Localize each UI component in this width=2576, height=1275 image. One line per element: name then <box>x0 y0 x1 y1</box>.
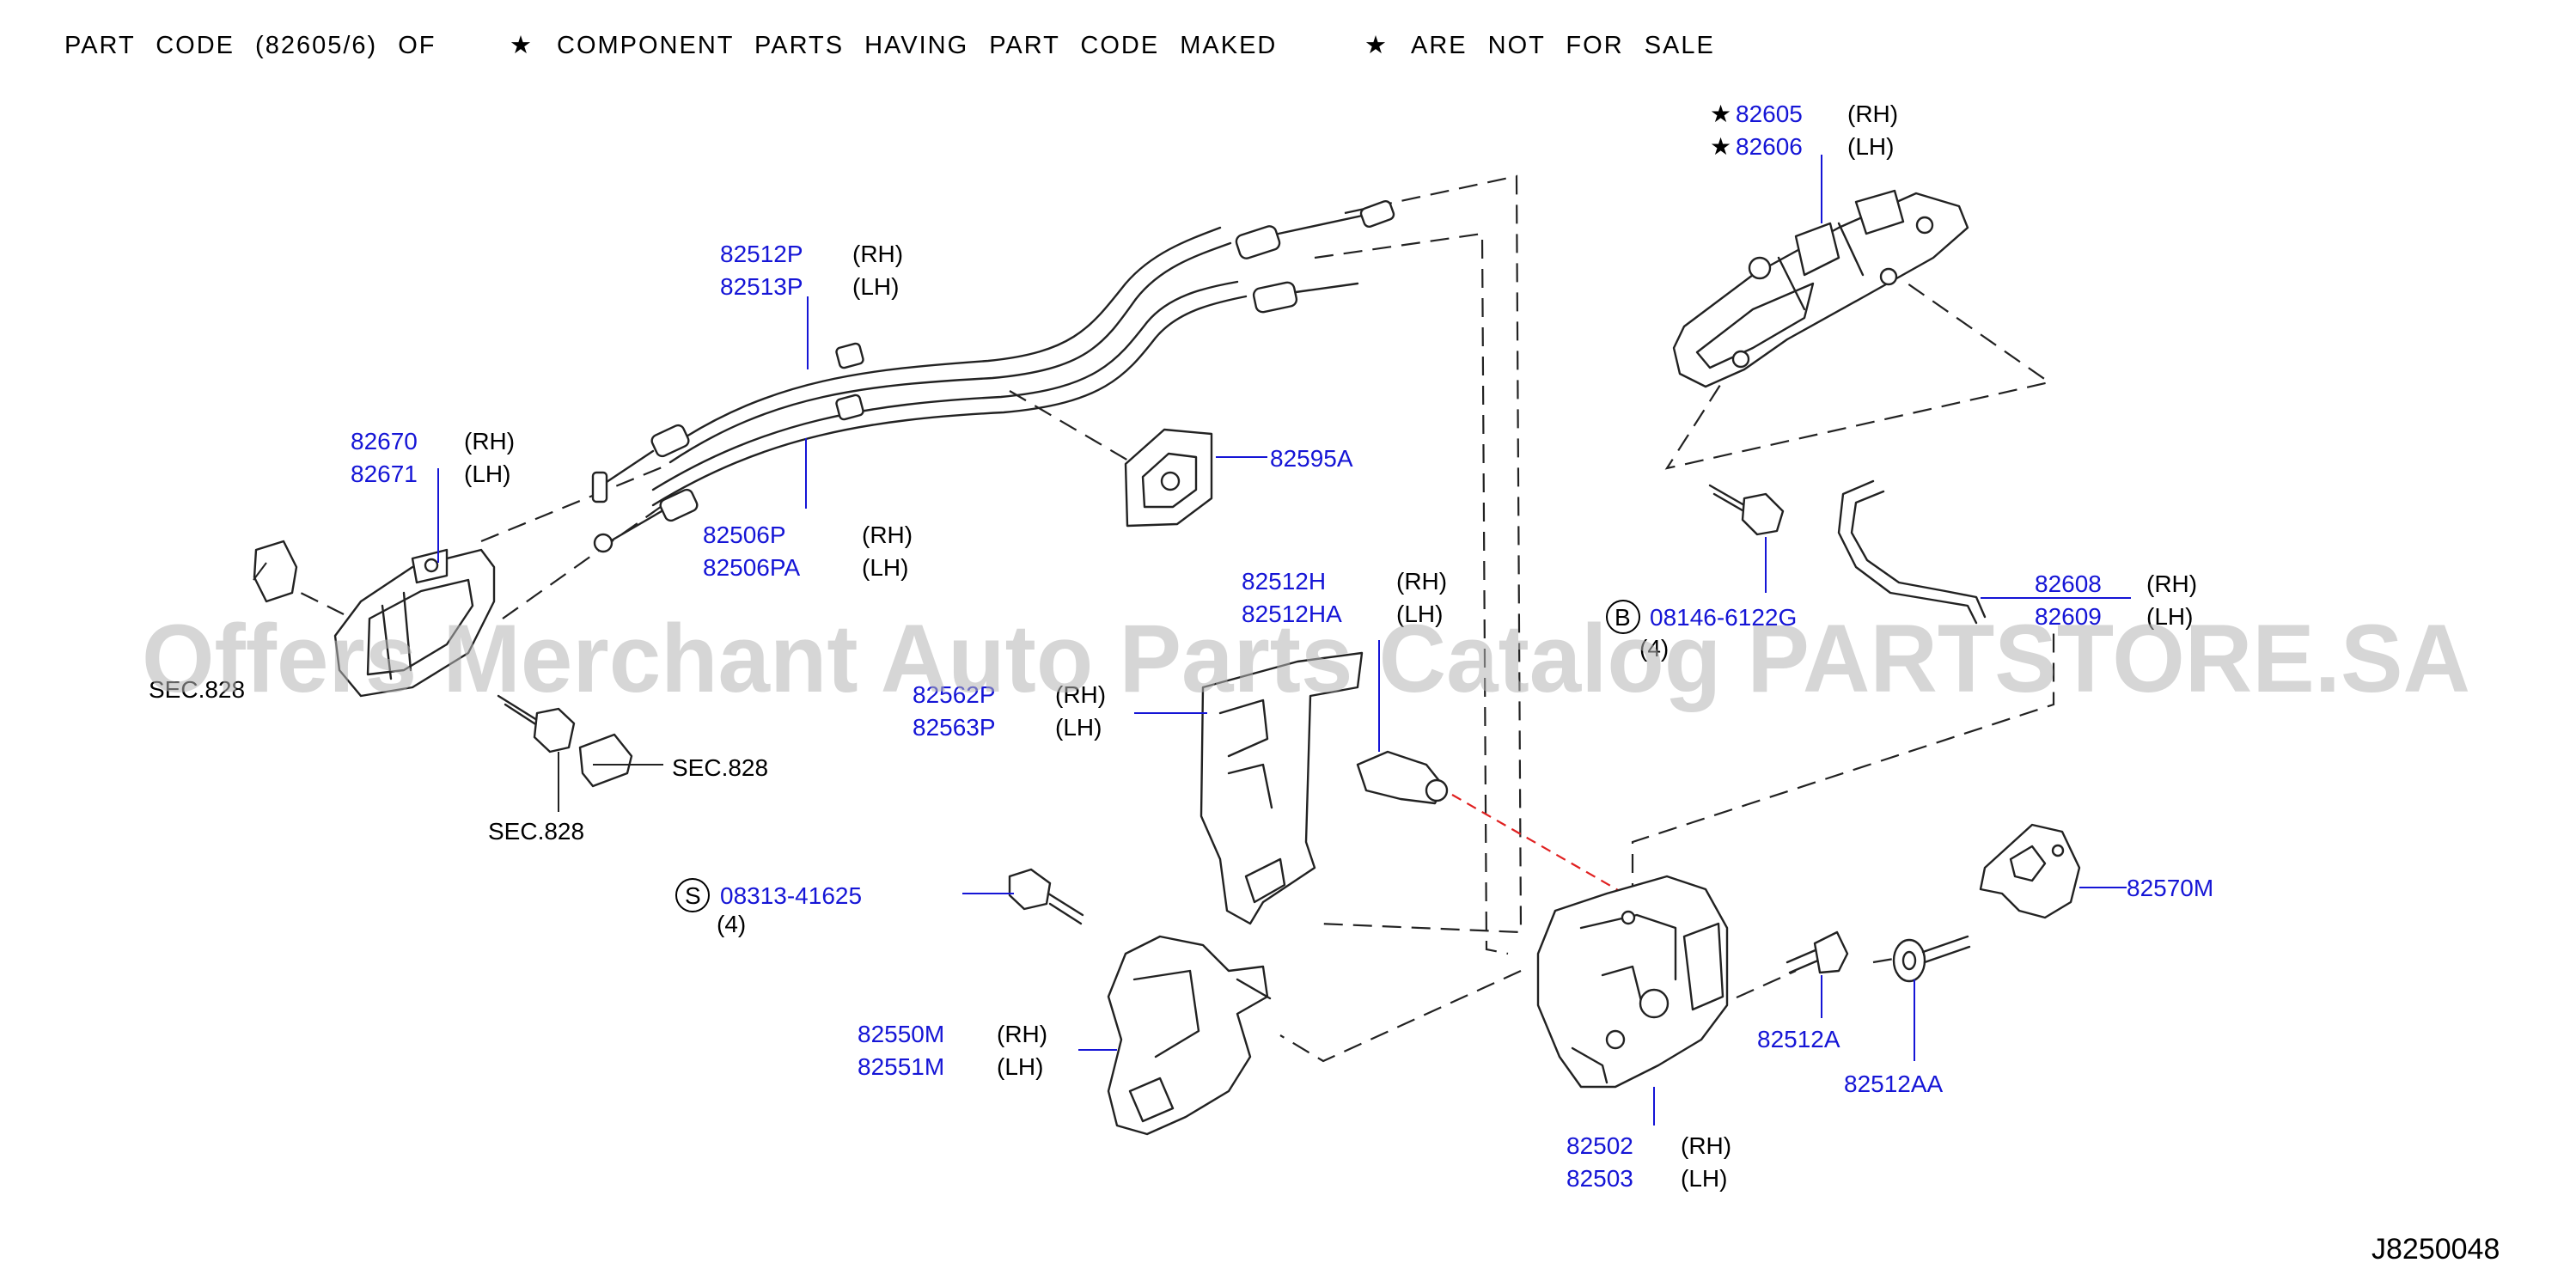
label-82503-side: (LH) <box>1681 1165 1727 1192</box>
label-82512aa[interactable]: 82512AA <box>1844 1071 1944 1097</box>
label-82608-side: (RH) <box>2146 570 2197 597</box>
label-82671[interactable]: 82671 <box>351 461 418 487</box>
leader-lines <box>253 155 2131 1126</box>
rod-cables <box>591 199 1395 553</box>
label-82609-side: (LH) <box>2146 603 2193 630</box>
label-08146-6122g[interactable]: 08146-6122G <box>1650 604 1797 631</box>
label-82609[interactable]: 82609 <box>2035 603 2102 630</box>
bracket-82550m <box>1107 935 1272 1136</box>
dashed-connection-lines <box>274 174 2055 1063</box>
label-82503[interactable]: 82503 <box>1566 1165 1633 1192</box>
label-82671-side: (LH) <box>464 461 510 487</box>
label-82670[interactable]: 82670 <box>351 428 418 454</box>
label-82608[interactable]: 82608 <box>2035 570 2102 597</box>
bolt-82512aa <box>1892 935 1971 983</box>
label-82513p-side: (LH) <box>852 273 899 300</box>
s-symbol: S <box>685 882 701 909</box>
bracket-82562p <box>1199 651 1364 925</box>
label-82595a[interactable]: 82595A <box>1270 445 1353 472</box>
label-82512h[interactable]: 82512H <box>1242 568 1326 595</box>
diagram-reference-code: J8250048 <box>2372 1233 2500 1266</box>
label-08313-qty: (4) <box>717 911 746 937</box>
label-82513p[interactable]: 82513P <box>720 273 803 300</box>
label-sec828-b[interactable]: SEC.828 <box>672 754 768 781</box>
label-82550m[interactable]: 82550M <box>858 1021 944 1047</box>
label-82512p[interactable]: 82512P <box>720 241 803 267</box>
label-82512h-side: (RH) <box>1396 568 1447 595</box>
header-sale-note: ARE NOT FOR SALE <box>1411 32 1715 59</box>
label-82506pa-side: (LH) <box>862 554 908 581</box>
inside-handle-82670 <box>253 540 496 698</box>
header-star-icon-2: ★ <box>1364 32 1389 59</box>
label-82606-side: (LH) <box>1847 133 1894 160</box>
part-labels: ★ 82605 (RH) ★ 82606 (LH) 82512P (RH) 82… <box>149 101 2213 1192</box>
label-82512ha[interactable]: 82512HA <box>1242 601 1342 627</box>
star-icon: ★ <box>1710 101 1731 127</box>
label-82550m-side: (RH) <box>997 1021 1047 1047</box>
label-82563p-side: (LH) <box>1055 714 1102 741</box>
b-circle-icon <box>1606 600 1640 634</box>
label-82606[interactable]: 82606 <box>1736 133 1803 160</box>
header-component-note: COMPONENT PARTS HAVING PART CODE MAKED <box>557 32 1277 59</box>
header-part-code-note: PART CODE (82605/6) OF <box>64 32 436 59</box>
label-82506p[interactable]: 82506P <box>703 522 786 548</box>
label-08313-41625[interactable]: 08313-41625 <box>720 882 862 909</box>
star-icon: ★ <box>1710 133 1731 160</box>
label-82605[interactable]: 82605 <box>1736 101 1803 127</box>
clip-82512h <box>1356 750 1449 805</box>
b-symbol: B <box>1615 604 1631 631</box>
label-82563p[interactable]: 82563P <box>913 714 996 741</box>
label-82605-side: (RH) <box>1847 101 1898 127</box>
label-82670-side: (RH) <box>464 428 515 454</box>
label-82512ha-side: (LH) <box>1396 601 1443 627</box>
bolt-82512a <box>1785 930 1849 974</box>
label-sec828-a[interactable]: SEC.828 <box>149 676 245 703</box>
label-82506p-side: (RH) <box>862 522 913 548</box>
label-08146-qty: (4) <box>1639 635 1669 662</box>
grommet-82595a <box>1124 428 1213 528</box>
s-circle-icon <box>675 878 710 912</box>
label-82551m-side: (LH) <box>997 1053 1043 1080</box>
label-82512a[interactable]: 82512A <box>1757 1026 1840 1052</box>
striker-82570m <box>1979 823 2081 919</box>
label-82502[interactable]: 82502 <box>1566 1132 1633 1159</box>
label-sec828-c[interactable]: SEC.828 <box>488 818 584 845</box>
label-82562p[interactable]: 82562P <box>913 681 996 708</box>
label-82562p-side: (RH) <box>1055 681 1106 708</box>
bolt-08146 <box>1708 484 1785 536</box>
door-lock-82502 <box>1536 875 1729 1089</box>
label-82570m[interactable]: 82570M <box>2127 875 2213 901</box>
outside-handle-82605 <box>1672 189 1969 388</box>
header-star-icon: ★ <box>510 32 534 59</box>
label-82551m[interactable]: 82551M <box>858 1053 944 1080</box>
screw-08313 <box>1008 868 1084 925</box>
label-82512p-side: (RH) <box>852 241 903 267</box>
label-82506pa[interactable]: 82506PA <box>703 554 800 581</box>
rod-82608 <box>1837 479 1987 625</box>
watermark: Offers Merchant Auto Parts Catalog PARTS… <box>142 605 2470 712</box>
label-82502-side: (RH) <box>1681 1132 1731 1159</box>
screw-and-cap <box>497 694 633 788</box>
